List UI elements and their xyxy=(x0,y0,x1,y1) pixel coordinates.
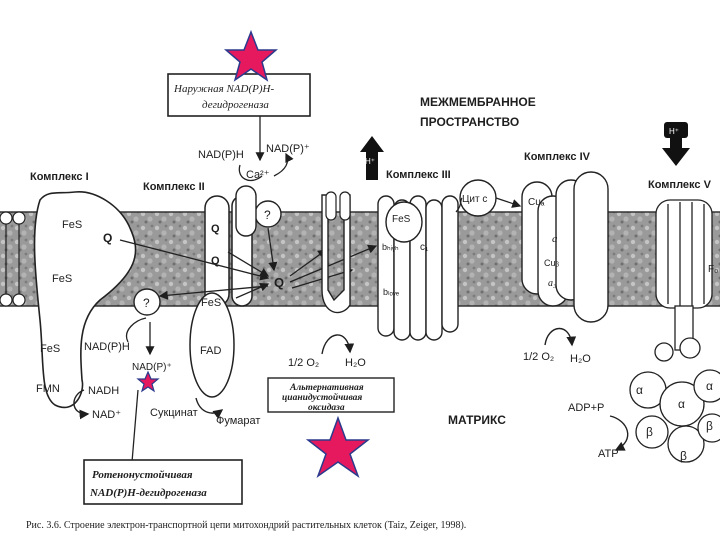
star-icon-bottom xyxy=(308,418,368,476)
cub-label: Cuᵦ xyxy=(544,258,560,268)
b-high: bₕᵢᵧₕ xyxy=(382,242,399,252)
external-box-line1: Наружная NAD(P)H- xyxy=(173,83,274,95)
star-icon-small xyxy=(138,372,158,391)
fes-3: FeS xyxy=(392,214,411,225)
complex-3-label: Комплекс III xyxy=(386,169,451,181)
complex-1-label: Комплекс I xyxy=(30,171,89,183)
fes-1c: FeS xyxy=(40,343,60,355)
cyt-c-label: Цит c xyxy=(462,194,487,205)
q-pool: Q xyxy=(274,275,284,290)
rotenone-line2: NAD(P)H-дегидрогеназа xyxy=(89,487,207,499)
nadh-label: NADH xyxy=(88,385,119,397)
figure-caption: Рис. 3.6. Строение электрон-транспортной… xyxy=(26,520,466,531)
fmn-label: FMN xyxy=(36,383,60,395)
b-low: bₗₒᵥₑ xyxy=(383,287,400,297)
external-box-line2: дегидрогеназа xyxy=(202,99,269,111)
nadph-top-label: NAD(P)H xyxy=(198,149,244,161)
nadp-low-label: NAD(P)⁺ xyxy=(132,362,172,373)
fes-1a: FeS xyxy=(62,219,82,231)
complex-5-fo xyxy=(656,200,712,308)
matrix-label: МАТРИКС xyxy=(448,413,506,427)
nadp-top-label: NAD(P)⁺ xyxy=(266,143,310,155)
hplus-down: H⁺ xyxy=(669,127,679,136)
fad-2: FAD xyxy=(200,345,221,357)
complex-3-shape xyxy=(378,196,458,340)
intermembrane-line1: МЕЖМЕМБРАННОЕ xyxy=(420,95,536,109)
fumarate-label: Фумарат xyxy=(216,415,260,427)
external-dehydrogenase xyxy=(236,186,256,236)
fo-label: F₀ xyxy=(708,264,718,275)
fes-2: FeS xyxy=(201,297,221,309)
a-label: a xyxy=(552,233,558,245)
nadph-low-label: NAD(P)H xyxy=(84,341,130,353)
complex-5-f1 xyxy=(630,338,720,462)
alt-ox-line3: оксидаза xyxy=(308,402,345,413)
h2o-iv: H₂O xyxy=(570,353,591,365)
cua-label: Cuₐ xyxy=(528,197,545,208)
atp-label: ATP xyxy=(598,448,619,460)
alpha-3: α xyxy=(706,379,713,393)
adp-label: ADP+P xyxy=(568,402,604,414)
intermembrane-line2: ПРОСТРАНСТВО xyxy=(420,115,519,129)
star-icon-top xyxy=(226,32,276,80)
alt-ox-line2: цианидустойчивая xyxy=(282,392,362,403)
fes-1b: FeS xyxy=(52,273,72,285)
question-1: ? xyxy=(143,296,150,310)
beta-1: β xyxy=(646,425,653,439)
half-o2-iv: 1/2 O₂ xyxy=(523,351,554,363)
complex-4-label: Комплекс IV xyxy=(524,151,591,163)
complex-2-label: Комплекс II xyxy=(143,181,205,193)
complex-5-label: Комплекс V xyxy=(648,179,712,191)
hplus-up: H⁺ xyxy=(365,157,375,166)
alpha-1: α xyxy=(636,383,643,397)
q-1: Q xyxy=(103,231,112,245)
beta-3: β xyxy=(706,419,713,433)
rotenone-line1: Ротенонустойчивая xyxy=(92,469,193,481)
c1-label: c₁ xyxy=(420,242,429,253)
alt-ox-line1: Альтернативная xyxy=(289,383,364,393)
h2o-alt: H₂O xyxy=(345,357,366,369)
q-2a: Q xyxy=(211,223,220,235)
nad-label: NAD⁺ xyxy=(92,409,121,421)
succinate-label: Сукцинат xyxy=(150,407,198,419)
half-o2-alt: 1/2 O₂ xyxy=(288,357,319,369)
proton-arrow-down: H⁺ xyxy=(662,122,690,166)
proton-arrow-up: H⁺ xyxy=(360,136,384,180)
alpha-2: α xyxy=(678,397,685,411)
beta-2: β xyxy=(680,449,687,463)
question-2: ? xyxy=(264,208,271,222)
a3-label: a₃ xyxy=(548,278,557,289)
